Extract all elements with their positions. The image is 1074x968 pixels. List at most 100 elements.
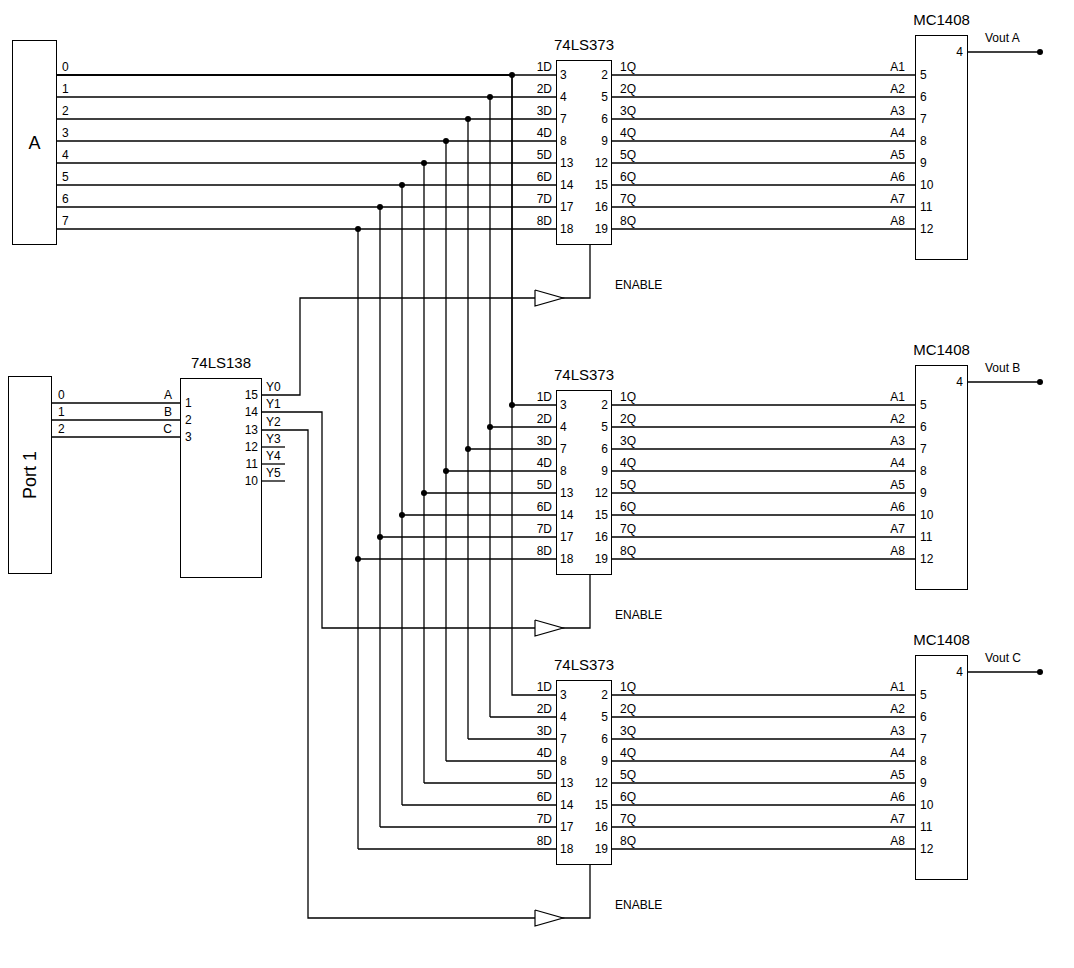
- pin-label: 17: [560, 821, 573, 833]
- pin-label: 12: [920, 223, 933, 235]
- pin-label: 2D: [537, 83, 552, 95]
- port-wire: [52, 436, 180, 437]
- pin-label: A8: [890, 545, 905, 557]
- port-box: A: [12, 40, 57, 245]
- pin-label: Y1: [266, 398, 281, 410]
- pin-label: A5: [890, 149, 905, 161]
- pin-label: 7: [62, 215, 69, 227]
- junction-dot: [421, 160, 427, 166]
- wire: [52, 402, 180, 403]
- bus-wire: [357, 229, 358, 849]
- pin-label: 2D: [537, 413, 552, 425]
- junction-dot: [443, 468, 449, 474]
- buffer-symbol: [535, 290, 563, 306]
- pin-label: 13: [560, 157, 573, 169]
- pin-label: 4: [956, 46, 963, 58]
- bus-wire: [445, 141, 446, 761]
- data-wire: [612, 426, 915, 427]
- junction-dot: [377, 204, 383, 210]
- pin-label: 15: [595, 509, 608, 521]
- data-wire: [612, 536, 915, 537]
- pin-label: 2: [58, 423, 65, 435]
- junction-dot: [355, 556, 361, 562]
- pin-label: 12: [920, 843, 933, 855]
- bus-wire: [467, 119, 468, 739]
- pin-label: 17: [560, 531, 573, 543]
- pin-label: 4: [560, 91, 567, 103]
- pin-label: 11: [246, 458, 258, 470]
- pin-label: Y0: [266, 381, 281, 393]
- pin-label: 5Q: [620, 479, 636, 491]
- junction-dot: [465, 446, 471, 452]
- pin-label: 7: [920, 113, 927, 125]
- bus-wire: [57, 162, 556, 163]
- pin-label: 12: [245, 441, 258, 453]
- junction-dot: [487, 424, 493, 430]
- pin-label: 3Q: [620, 105, 636, 117]
- output-stub: [262, 446, 285, 447]
- chip-name: MC1408: [913, 632, 970, 647]
- pin-label: 7: [560, 733, 567, 745]
- pin-label: 5: [62, 171, 69, 183]
- chip-box: 74LS373: [556, 60, 612, 245]
- junction-dot: [399, 512, 405, 518]
- junction-dot: [377, 534, 383, 540]
- pin-label: Vout B: [985, 362, 1020, 374]
- pin-label: 8Q: [620, 545, 636, 557]
- pin-label: 1D: [537, 681, 552, 693]
- data-wire: [612, 228, 915, 229]
- pin-label: 8D: [537, 835, 552, 847]
- bus-wire: [424, 492, 556, 493]
- wire: [262, 412, 590, 628]
- bus-wire: [380, 826, 556, 827]
- pin-label: 8: [560, 755, 567, 767]
- data-wire: [612, 558, 915, 559]
- buffer-symbol: [535, 620, 563, 636]
- pin-label: 10: [920, 799, 933, 811]
- pin-label: 13: [560, 487, 573, 499]
- pin-label: A7: [890, 523, 905, 535]
- pin-label: A4: [890, 457, 905, 469]
- pin-label: 12: [595, 777, 608, 789]
- bus-wire: [490, 426, 556, 427]
- pin-label: 6: [601, 733, 608, 745]
- chip-name: 74LS373: [554, 37, 614, 52]
- pin-label: 4: [560, 421, 567, 433]
- wire: [57, 75, 556, 695]
- pin-label: 4: [560, 711, 567, 723]
- pin-label: 8: [920, 755, 927, 767]
- data-wire: [612, 826, 915, 827]
- pin-label: 2Q: [620, 703, 636, 715]
- pin-label: 14: [560, 179, 573, 191]
- pin-label: A4: [890, 747, 905, 759]
- pin-label: 2: [62, 105, 69, 117]
- data-wire: [612, 448, 915, 449]
- pin-label: A8: [890, 215, 905, 227]
- pin-label: 7Q: [620, 523, 636, 535]
- pin-label: A3: [890, 105, 905, 117]
- bus-wire: [57, 140, 556, 141]
- junction-dot: [421, 490, 427, 496]
- pin-label: A5: [890, 769, 905, 781]
- pin-label: 4Q: [620, 127, 636, 139]
- chip-name: 74LS373: [554, 657, 614, 672]
- pin-label: 1Q: [620, 681, 636, 693]
- wire: [262, 245, 590, 395]
- junction-dot: [1037, 669, 1043, 675]
- pin-label: 18: [560, 843, 573, 855]
- pin-label: 11: [920, 531, 932, 543]
- pin-label: 3D: [537, 725, 552, 737]
- data-wire: [612, 514, 915, 515]
- bus-wire: [402, 804, 556, 805]
- pin-label: 9: [601, 135, 608, 147]
- bus-wire: [57, 184, 556, 185]
- pin-label: 10: [920, 509, 933, 521]
- pin-label: 19: [595, 843, 608, 855]
- pin-label: 2D: [537, 703, 552, 715]
- pin-label: 9: [920, 157, 927, 169]
- pin-label: 7: [560, 443, 567, 455]
- pin-label: Vout C: [985, 652, 1021, 664]
- pin-label: A6: [890, 791, 905, 803]
- wire: [612, 694, 915, 695]
